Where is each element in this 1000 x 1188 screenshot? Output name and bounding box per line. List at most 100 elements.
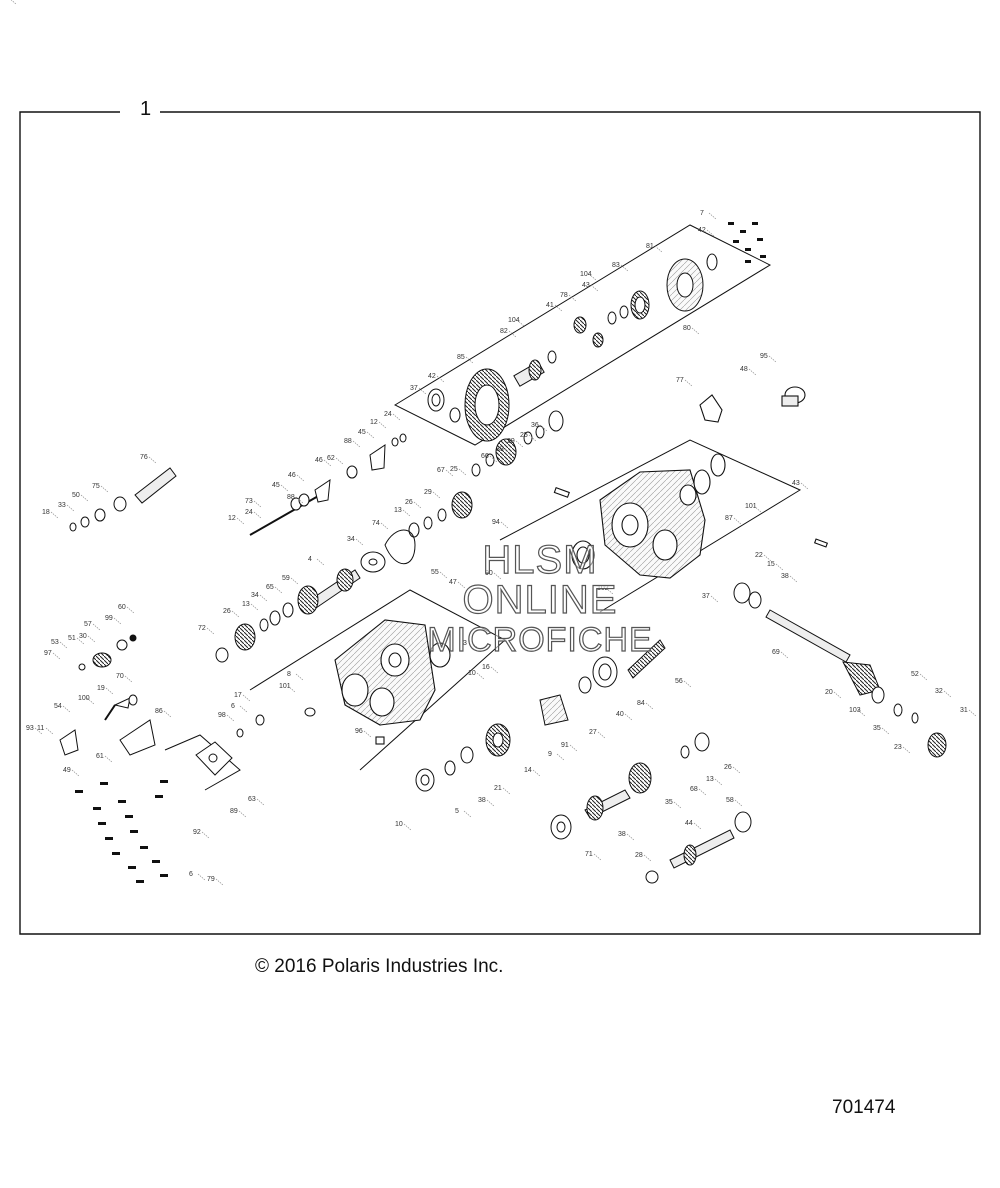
part-label: 83 (612, 262, 620, 269)
leader-line (881, 727, 890, 735)
leader-line (34, 727, 43, 735)
leader-line (528, 434, 537, 442)
part-label: 17 (234, 692, 242, 699)
leader-line (624, 713, 633, 721)
part-label: 50 (72, 492, 80, 499)
part-label: 43 (792, 480, 800, 487)
part-label: 49 (63, 767, 71, 774)
part-label: 40 (616, 711, 624, 718)
leader-line (508, 330, 517, 338)
leader-line (380, 522, 389, 530)
part-label: 36 (531, 422, 539, 429)
part-label: 6 (231, 703, 235, 710)
leader-line (92, 623, 101, 631)
leader-line (463, 810, 472, 818)
part-label: 20 (825, 689, 833, 696)
leader-line (597, 731, 606, 739)
leader-line (253, 511, 262, 519)
part-label: 84 (637, 700, 645, 707)
leader-line (50, 511, 59, 519)
part-label: 60 (118, 604, 126, 611)
leader-line (335, 457, 344, 465)
leader-line (226, 714, 235, 722)
part-label: 62 (327, 455, 335, 462)
part-label: 5 (455, 808, 459, 815)
part-label: 37 (410, 385, 418, 392)
leader-line (392, 413, 401, 421)
part-label: 41 (546, 302, 554, 309)
part-label: 43 (0, 0, 8, 2)
part-label: 54 (54, 703, 62, 710)
leader-line (105, 687, 114, 695)
leader-line (259, 594, 268, 602)
leader-line (402, 509, 411, 517)
leader-line (76, 637, 85, 645)
case-housing-upper (553, 386, 829, 579)
leader-line (80, 494, 89, 502)
leader-line (532, 769, 541, 777)
part-label: 93 (26, 725, 34, 732)
part-label: 55 (431, 569, 439, 576)
part-label: 71 (585, 851, 593, 858)
diagram-frame (19, 111, 981, 935)
leader-line (780, 651, 789, 659)
part-label: 37 (702, 593, 710, 600)
part-label: 29 (424, 489, 432, 496)
leader-line (590, 284, 599, 292)
part-label: 70 (116, 673, 124, 680)
part-label: 4 (308, 556, 312, 563)
part-label: 102 (597, 585, 609, 592)
leader-line (323, 459, 332, 467)
part-label: 72 (198, 625, 206, 632)
leader-line (366, 431, 375, 439)
leader-line (654, 245, 663, 253)
part-label: 33 (58, 502, 66, 509)
leader-line (457, 581, 466, 589)
leader-line (290, 577, 299, 585)
part-label: 53 (51, 639, 59, 646)
leader-line (436, 375, 445, 383)
leader-line (445, 469, 454, 477)
leader-line (238, 810, 247, 818)
part-label: 12 (228, 515, 236, 522)
part-label: 26 (724, 764, 732, 771)
leader-line (296, 474, 305, 482)
part-label: 48 (740, 366, 748, 373)
leader-line (295, 496, 304, 504)
part-label: 19 (97, 685, 105, 692)
part-label: 97 (44, 650, 52, 657)
part-label: 94 (492, 519, 500, 526)
subassembly-outlines (164, 224, 802, 791)
leader-line (734, 799, 743, 807)
part-label: 38 (478, 797, 486, 804)
leader-line (714, 778, 723, 786)
part-label: 26 (405, 499, 413, 506)
leader-line (684, 379, 693, 387)
part-label: 96 (355, 728, 363, 735)
part-label: 61 (96, 753, 104, 760)
part-label: 44 (685, 820, 693, 827)
leader-line (789, 575, 798, 583)
leader-line (626, 833, 635, 841)
part-label: 47 (449, 579, 457, 586)
part-label: 45 (358, 429, 366, 436)
leader-line (418, 387, 427, 395)
leader-line (489, 455, 498, 463)
part-label: 35 (873, 725, 881, 732)
leader-line (493, 572, 502, 580)
part-label: 23 (894, 744, 902, 751)
part-label: 68 (690, 786, 698, 793)
leader-line (539, 424, 548, 432)
leader-line (280, 484, 289, 492)
part-label: 74 (372, 520, 380, 527)
leader-line (352, 440, 361, 448)
part-label: 82 (500, 328, 508, 335)
upper-shaft-assembly (427, 253, 718, 442)
shift-drum-parts (59, 634, 156, 756)
leader-line (403, 823, 412, 831)
leader-line (645, 702, 654, 710)
leader-line (197, 873, 206, 881)
part-label: 57 (84, 621, 92, 628)
